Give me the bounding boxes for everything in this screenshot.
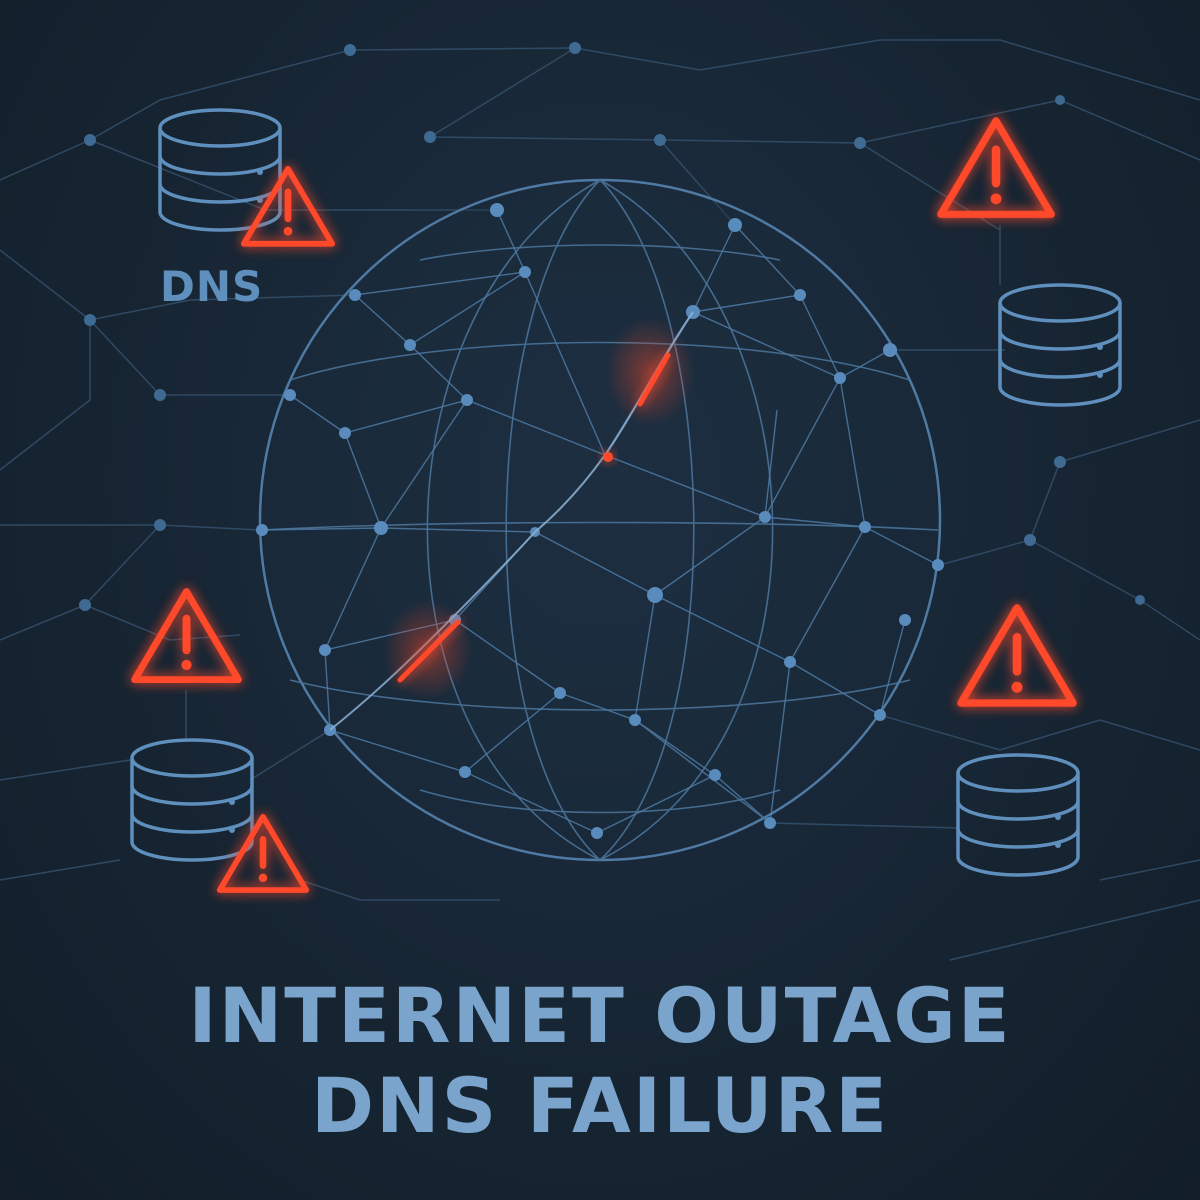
dns-label: DNS	[160, 262, 264, 311]
background-network	[0, 39, 1200, 961]
failing-links	[329, 311, 695, 731]
database-server-icon	[956, 753, 1080, 877]
background-nodes	[79, 42, 1145, 611]
database-server-icon	[998, 283, 1122, 407]
globe	[256, 178, 944, 862]
headline-line-2: DNS FAILURE	[310, 1061, 890, 1150]
warning-triangle-icon	[941, 121, 1051, 215]
database-server-icon	[130, 738, 254, 862]
warning-triangle-icon	[961, 608, 1073, 703]
headline-line-1: INTERNET OUTAGE	[188, 971, 1012, 1060]
